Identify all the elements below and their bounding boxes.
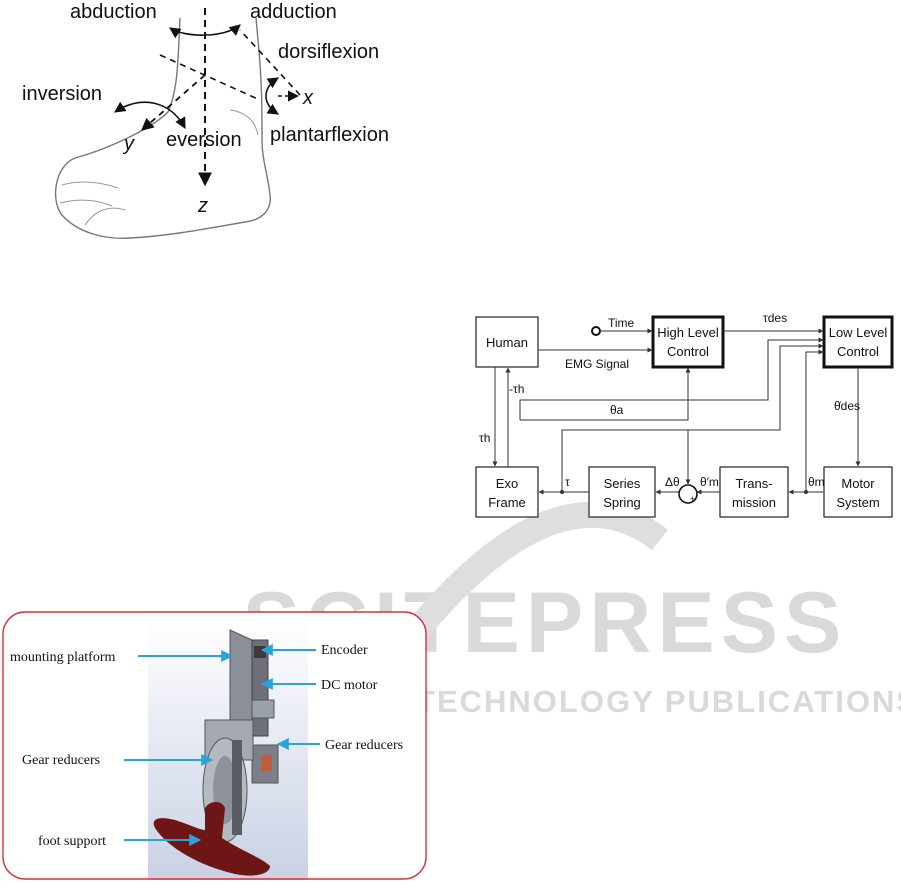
signal-delta-theta: Δθ <box>665 475 680 489</box>
block-motor-system <box>823 466 893 518</box>
block-human <box>475 316 539 368</box>
x-axis-dashed <box>159 54 261 101</box>
block-motor-label-2: System <box>836 495 879 510</box>
toe-line-1 <box>61 181 119 189</box>
label-inversion: inversion <box>22 83 102 105</box>
signal-theta-a: θa <box>610 403 624 417</box>
control-diagram: Human High Level Control Low Level Contr… <box>475 311 894 518</box>
label-plantarflexion: plantarflexion <box>270 124 389 146</box>
label-z: z <box>197 195 208 217</box>
line-feedback-theta-m <box>805 349 824 492</box>
motor-mount <box>251 699 275 719</box>
signal-theta-m: θm <box>808 475 825 489</box>
block-exo-label-1: Exo <box>496 476 518 491</box>
right-gear-highlight <box>262 755 272 771</box>
signal-neg-tau-h: -τh <box>509 382 524 396</box>
signal-theta-dot-des: θ̇des <box>834 399 860 413</box>
toe-line-2 <box>59 199 113 207</box>
signal-time: Time <box>608 316 635 330</box>
label-x: x <box>302 87 314 109</box>
foot-support-shape <box>153 802 270 876</box>
block-spring-label-2: Spring <box>603 495 641 510</box>
block-spring-label-1: Series <box>604 476 641 491</box>
block-series-spring <box>588 466 656 518</box>
label-dc-motor: DC motor <box>321 678 378 693</box>
encoder-body <box>254 646 266 658</box>
label-adduction: adduction <box>250 1 337 23</box>
block-trans-label-1: Trans- <box>735 476 772 491</box>
signal-emg: EMG Signal <box>565 357 629 371</box>
dorsi-plantar-arrow <box>265 77 279 115</box>
label-gear-reducers-left: Gear reducers <box>22 753 100 768</box>
block-trans-label-2: mission <box>732 495 776 510</box>
branch-point-theta-m <box>804 490 808 494</box>
signal-tau-h: τh <box>479 431 490 445</box>
label-abduction: abduction <box>70 1 157 23</box>
block-motor-label-1: Motor <box>841 476 875 491</box>
line-feedback-tau <box>561 343 824 492</box>
label-foot-support: foot support <box>38 834 106 849</box>
block-low-label-2: Control <box>837 344 879 359</box>
signal-theta-m-prime: θ′m <box>700 475 719 489</box>
ankle-diagram: abduction adduction dorsiflexion inversi… <box>22 1 389 239</box>
block-low-label-1: Low Level <box>829 325 888 340</box>
inversion-eversion-arrow <box>114 101 186 129</box>
block-high-label-1: High Level <box>657 325 719 340</box>
label-gear-reducers-right: Gear reducers <box>325 738 403 753</box>
cad-frame-border <box>2 611 427 880</box>
branch-point-tau <box>560 490 564 494</box>
line-theta-a <box>520 367 689 421</box>
tilt-axis-dashed <box>239 29 301 96</box>
label-eversion: eversion <box>166 129 242 151</box>
sum-sign: + <box>690 494 695 504</box>
block-high-label-2: Control <box>667 344 709 359</box>
label-y: y <box>122 133 135 155</box>
block-exo-label-2: Frame <box>488 495 526 510</box>
gear-teeth-strip <box>232 740 242 835</box>
signal-tau: τ <box>565 475 570 489</box>
ankle-bone-line <box>229 109 259 136</box>
line-feedback-a <box>519 337 824 420</box>
signal-tau-des: τdes <box>763 311 787 325</box>
time-source-node <box>591 326 601 336</box>
label-encoder: Encoder <box>321 643 368 658</box>
block-exo-frame <box>475 466 539 518</box>
block-human-label: Human <box>486 335 528 350</box>
abduction-adduction-arrow <box>169 24 241 39</box>
toe-line-3 <box>84 207 126 226</box>
block-transmission <box>719 466 789 518</box>
cad-panel: mounting platform Encoder DC motor Gear … <box>2 611 427 880</box>
summing-junction <box>678 484 698 504</box>
label-mounting-platform: mounting platform <box>10 650 115 665</box>
label-dorsiflexion: dorsiflexion <box>278 41 379 63</box>
